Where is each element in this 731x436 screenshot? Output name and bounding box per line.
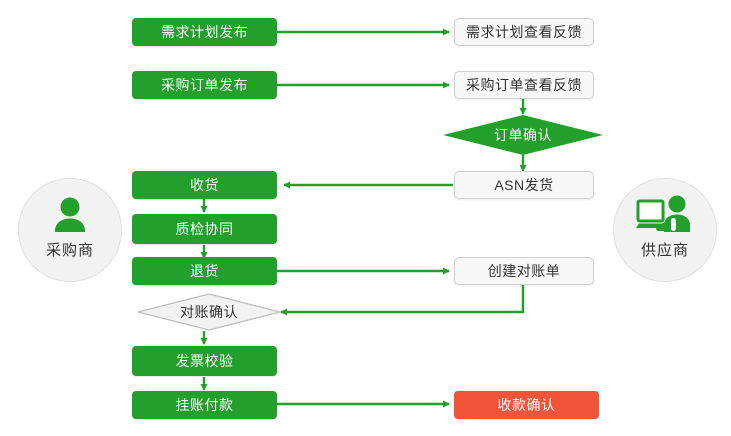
actor-buyer[interactable]: 采购商 xyxy=(18,178,122,282)
person-icon xyxy=(19,191,121,243)
node-label: 采购订单查看反馈 xyxy=(466,77,582,93)
node-label: 收货 xyxy=(190,177,219,193)
node-label: 创建对账单 xyxy=(487,263,561,279)
node-label: 需求计划查看反馈 xyxy=(466,24,582,40)
node-label: 采购订单发布 xyxy=(161,77,248,93)
node-label: 需求计划发布 xyxy=(161,24,248,40)
node-invoice-verification[interactable]: 发票校验 xyxy=(132,346,277,376)
node-label: ASN发货 xyxy=(494,177,554,193)
person-at-computer-icon xyxy=(614,191,716,243)
node-demand-plan-publish[interactable]: 需求计划发布 xyxy=(132,18,277,46)
node-label: 挂账付款 xyxy=(175,397,234,413)
actor-buyer-label: 采购商 xyxy=(45,242,94,259)
edge-n10-n11 xyxy=(280,285,525,316)
node-account-payment[interactable]: 挂账付款 xyxy=(132,391,277,419)
node-reconciliation-confirm[interactable]: 对账确认 xyxy=(137,293,281,331)
node-label: 收款确认 xyxy=(497,397,556,413)
node-receive-goods[interactable]: 收货 xyxy=(132,171,277,199)
node-quality-collaboration[interactable]: 质检协同 xyxy=(132,214,277,244)
actor-supplier[interactable]: 供应商 xyxy=(613,178,717,282)
node-create-reconciliation[interactable]: 创建对账单 xyxy=(454,257,594,285)
node-payment-receipt-confirm[interactable]: 收款确认 xyxy=(454,391,599,419)
node-label: 订单确认 xyxy=(494,127,552,143)
node-purchase-order-publish[interactable]: 采购订单发布 xyxy=(132,71,277,99)
node-return-goods[interactable]: 退货 xyxy=(132,257,277,285)
node-label: 发票校验 xyxy=(175,353,234,369)
node-purchase-order-view-feedback[interactable]: 采购订单查看反馈 xyxy=(454,71,594,99)
actor-supplier-label: 供应商 xyxy=(640,242,689,259)
node-demand-plan-view-feedback[interactable]: 需求计划查看反馈 xyxy=(454,18,594,46)
node-asn-shipment[interactable]: ASN发货 xyxy=(454,171,594,199)
node-label: 退货 xyxy=(190,263,219,279)
node-order-confirm[interactable]: 订单确认 xyxy=(443,115,603,155)
node-label: 质检协同 xyxy=(175,221,234,237)
node-label: 对账确认 xyxy=(180,304,238,320)
